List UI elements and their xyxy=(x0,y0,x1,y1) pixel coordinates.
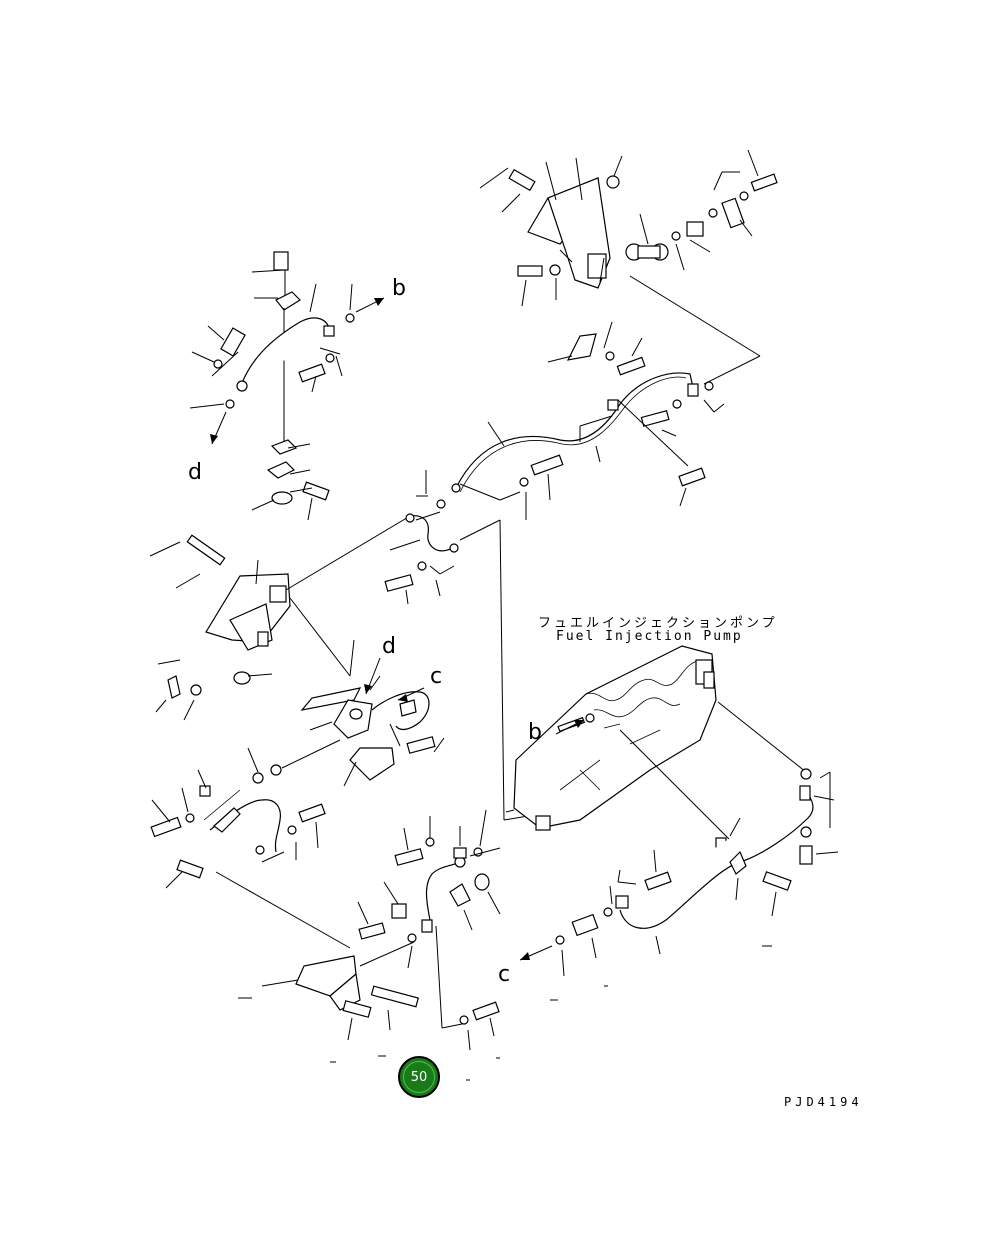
right-lower-pipe xyxy=(555,768,839,977)
left-upper-pipe-clamp xyxy=(189,251,355,521)
pump-label-english: Fuel Injection Pump xyxy=(556,629,743,644)
middle-left-bracket xyxy=(149,470,505,821)
lower-left-pipe xyxy=(150,747,351,949)
lower-center-pipe xyxy=(357,809,541,1051)
dash-marks xyxy=(238,945,772,1081)
arrow-icon xyxy=(210,297,585,961)
drawing-number: PJD4194 xyxy=(784,1095,863,1109)
ref-letter-b: b xyxy=(528,720,542,745)
ref-letter-c: c xyxy=(430,664,443,689)
ref-letter-d: d xyxy=(382,634,396,659)
page-number-badge[interactable]: 50 xyxy=(398,1056,440,1098)
ref-letter-d: d xyxy=(188,460,202,485)
ref-letter-c: c xyxy=(498,962,511,987)
ref-letter-b: b xyxy=(392,276,406,301)
pump-label-japanese: フュエルインジェクションポンプ xyxy=(538,616,778,631)
upper-bracket-assembly xyxy=(479,149,778,357)
center-switch-assembly xyxy=(270,639,445,787)
upper-fuel-pipe xyxy=(451,321,761,520)
bottom-bracket xyxy=(261,941,419,1041)
